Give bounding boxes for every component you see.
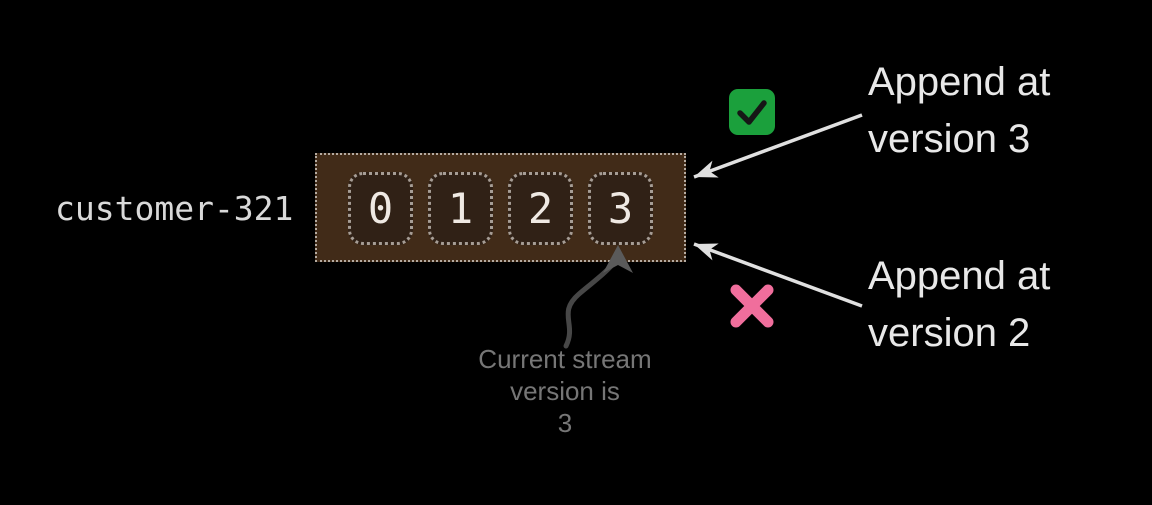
event-number: 1	[447, 184, 474, 233]
stream-name: customer-321	[55, 189, 294, 228]
append-valid-label: Append at version 3	[868, 54, 1050, 168]
event-cell-3: 3	[588, 172, 653, 245]
caption-line-3: 3	[557, 408, 573, 438]
cross-icon	[727, 281, 777, 331]
current-version-curved-arrow	[563, 261, 616, 349]
append-invalid-line-2: version 2	[868, 311, 1031, 355]
invalid-append-arrow	[693, 242, 863, 308]
check-icon	[729, 89, 775, 135]
append-invalid-line-1: Append at	[868, 254, 1051, 298]
event-number: 2	[527, 184, 554, 233]
event-cell-1: 1	[428, 172, 493, 245]
event-cell-2: 2	[508, 172, 573, 245]
event-number: 0	[367, 184, 394, 233]
event-number: 3	[607, 184, 634, 233]
append-invalid-label: Append at version 2	[868, 248, 1050, 362]
append-valid-line-2: version 3	[868, 117, 1031, 161]
current-version-caption: Current stream version is 3	[450, 343, 680, 439]
event-cell-0: 0	[348, 172, 413, 245]
stream-box: 0 1 2 3	[315, 153, 686, 262]
valid-append-arrow	[693, 113, 863, 179]
caption-line-1: Current stream	[478, 344, 652, 374]
caption-line-2: version is	[510, 376, 620, 406]
append-valid-line-1: Append at	[868, 60, 1051, 104]
